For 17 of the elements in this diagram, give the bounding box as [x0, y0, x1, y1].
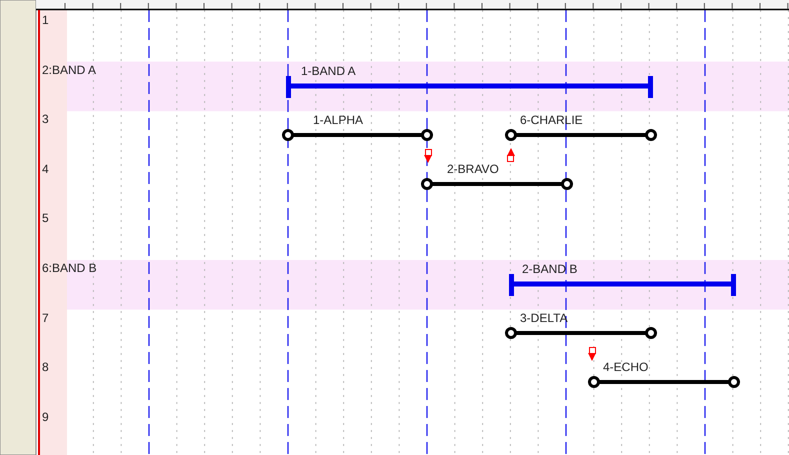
dependency-arrow	[424, 149, 432, 163]
row-label: 9	[42, 410, 49, 424]
row-label: 2:BAND A	[42, 62, 96, 77]
row-label: 1	[42, 13, 49, 27]
row-label: 7	[42, 310, 49, 325]
dependency-arrow	[507, 148, 515, 162]
dependency-arrow	[588, 347, 596, 361]
task-label: 2-BRAVO	[447, 162, 499, 176]
row-label: 6:BAND B	[42, 261, 97, 275]
task-label: 4-ECHO	[603, 360, 648, 374]
task-label: 1-ALPHA	[313, 113, 364, 127]
row-label: 3	[42, 112, 49, 126]
row-label: 8	[42, 360, 49, 374]
row-label: 4	[42, 162, 49, 176]
summary-label: 1-BAND A	[301, 64, 356, 78]
summary-label: 2-BAND B	[522, 262, 578, 276]
row-label: 5	[42, 211, 49, 226]
